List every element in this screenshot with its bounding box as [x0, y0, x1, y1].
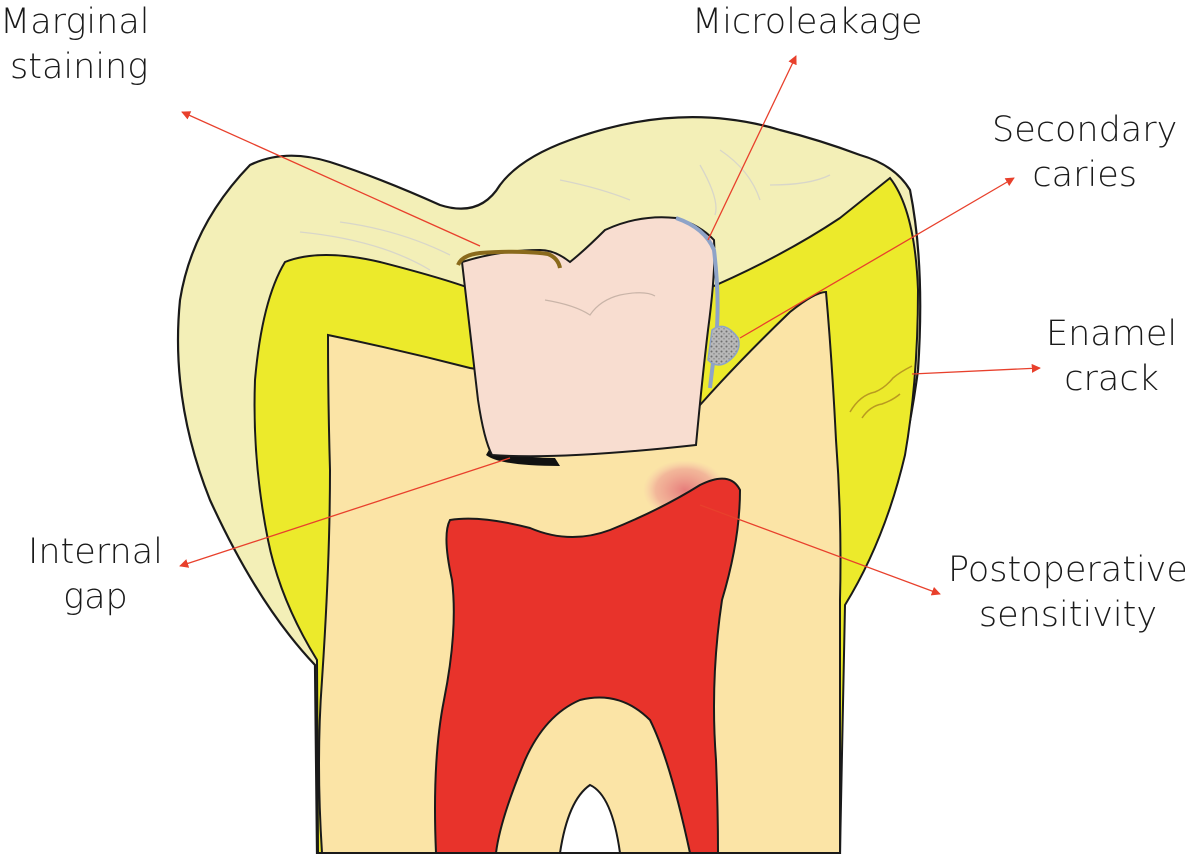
label-enamel-crack-line2: crack	[1064, 359, 1159, 399]
restoration-groove	[544, 292, 656, 316]
leader-microleakage	[707, 55, 797, 241]
label-enamel-crack-line1: Enamel	[1046, 314, 1178, 354]
label-microleakage: Microleakage	[692, 0, 923, 45]
leader-secondary-caries	[739, 177, 1015, 339]
leader-enamel-crack	[911, 363, 1041, 375]
label-secondary-caries-line2: caries	[1032, 155, 1137, 195]
label-marginal-staining-line2: staining	[10, 47, 149, 87]
microleakage-seam	[675, 216, 720, 389]
label-microleakage-line1: Microleakage	[692, 2, 923, 42]
label-secondary-caries-line1: Secondary	[992, 110, 1178, 150]
label-internal-gap-line2: gap	[63, 577, 128, 617]
label-secondary-caries: Secondary caries	[992, 108, 1177, 198]
label-postoperative-sensitivity: Postoperative sensitivity	[948, 548, 1185, 638]
label-internal-gap: Internal gap	[28, 530, 163, 620]
leader-postoperative-sensitivity	[699, 504, 941, 596]
label-internal-gap-line1: Internal	[28, 532, 163, 572]
secondary-caries	[707, 325, 740, 366]
enamel-crack	[849, 365, 913, 419]
occlusal-fissures	[299, 149, 831, 271]
label-postoperative-sensitivity-line2: sensitivity	[978, 595, 1158, 635]
label-marginal-staining: Marginal staining	[0, 0, 150, 90]
leader-marginal-staining	[181, 111, 481, 247]
leader-internal-gap	[179, 457, 511, 568]
pulp	[434, 477, 742, 854]
marginal-stain	[456, 249, 562, 269]
label-enamel-crack: Enamel crack	[1046, 312, 1177, 402]
root-notch	[558, 783, 622, 854]
label-postoperative-sensitivity-line1: Postoperative	[948, 550, 1185, 590]
label-marginal-staining-line1: Marginal	[0, 2, 150, 42]
restoration	[460, 216, 716, 458]
